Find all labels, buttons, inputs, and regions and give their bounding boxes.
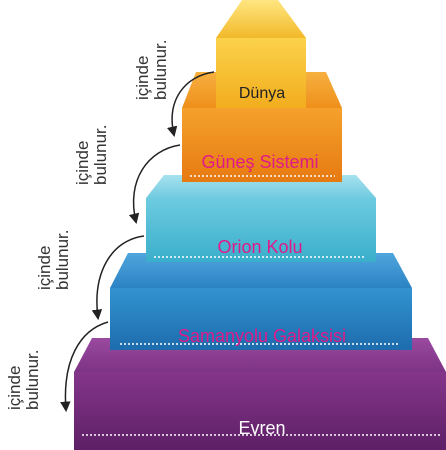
label-samanyolu: Samanyolu Galaksisi xyxy=(178,326,346,346)
level-evren: Evren xyxy=(74,338,446,450)
connector-1: içinde bulunur. xyxy=(133,40,215,138)
connector-2-word2: bulunur. xyxy=(91,125,110,186)
level-dunya-front xyxy=(216,38,306,108)
level-evren-front xyxy=(74,372,446,450)
connector-4-word2: bulunur. xyxy=(23,350,42,411)
connector-4-word1: içinde xyxy=(5,366,24,410)
connector-2-word1: içinde xyxy=(73,141,92,185)
connector-2-arrow xyxy=(128,144,181,225)
level-orion-front xyxy=(146,198,376,262)
connector-2: içinde bulunur. xyxy=(73,125,181,225)
level-orion: Orion Kolu xyxy=(146,175,376,262)
label-gunes: Güneş Sistemi xyxy=(201,152,318,172)
level-gunes-front xyxy=(182,108,342,182)
connector-3: içinde bulunur. xyxy=(35,230,145,321)
label-dunya: Dünya xyxy=(239,85,285,102)
connector-3-word1: içinde xyxy=(35,246,54,290)
level-dunya: Dünya xyxy=(216,0,306,108)
connector-3-word2: bulunur. xyxy=(53,230,72,291)
connector-1-arrow xyxy=(167,71,215,138)
level-dunya-top xyxy=(216,0,306,38)
level-samanyolu-front xyxy=(110,288,412,350)
label-orion: Orion Kolu xyxy=(217,237,302,257)
connector-1-word1: içinde xyxy=(133,56,152,100)
label-evren: Evren xyxy=(238,418,285,438)
connector-4-arrow xyxy=(60,321,109,413)
connector-3-arrow xyxy=(91,235,145,321)
connector-1-word2: bulunur. xyxy=(151,40,170,101)
connector-4: içinde bulunur. xyxy=(5,321,109,413)
level-samanyolu: Samanyolu Galaksisi xyxy=(110,253,412,350)
